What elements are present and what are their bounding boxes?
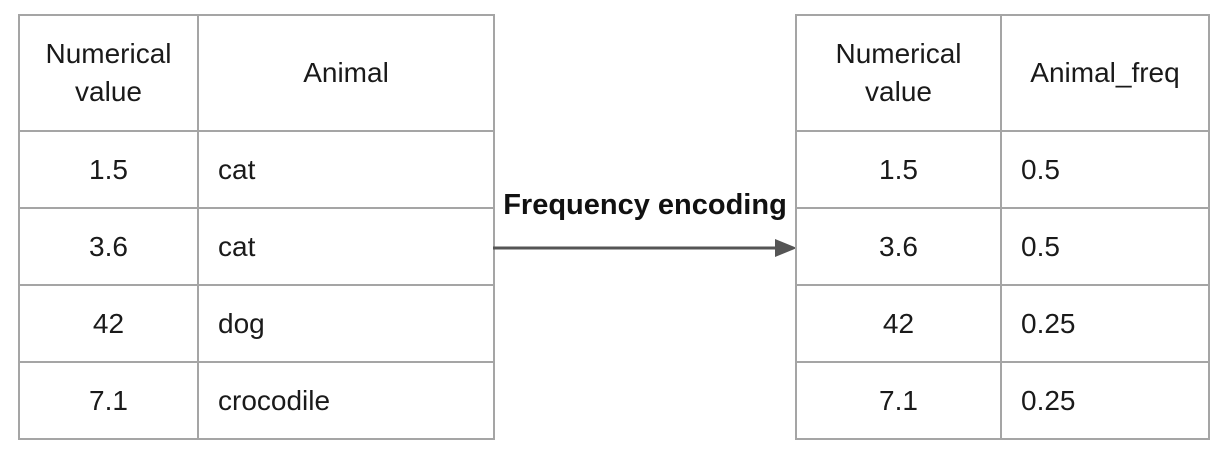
animal-cell: dog xyxy=(197,284,495,363)
table-row: 7.1 crocodile xyxy=(18,361,495,440)
input-table-header-row: Numerical value Animal xyxy=(18,14,495,132)
animal-freq-cell: 0.5 xyxy=(1000,207,1210,286)
transform-label: Frequency encoding xyxy=(503,189,787,221)
table-row: 42 dog xyxy=(18,284,495,363)
encoded-header-numerical-value: Numerical value xyxy=(795,14,1002,132)
encoded-header-animal-freq: Animal_freq xyxy=(1000,14,1210,132)
numerical-value-cell: 1.5 xyxy=(18,130,199,209)
input-header-animal: Animal xyxy=(197,14,495,132)
numerical-value-cell: 3.6 xyxy=(795,207,1002,286)
input-header-numerical-value: Numerical value xyxy=(18,14,199,132)
table-row: 3.6 0.5 xyxy=(795,207,1210,286)
table-row: 1.5 cat xyxy=(18,130,495,209)
animal-freq-cell: 0.25 xyxy=(1000,284,1210,363)
table-row: 3.6 cat xyxy=(18,207,495,286)
numerical-value-cell: 42 xyxy=(795,284,1002,363)
numerical-value-cell: 7.1 xyxy=(18,361,199,440)
numerical-value-cell: 3.6 xyxy=(18,207,199,286)
animal-cell: cat xyxy=(197,130,495,209)
animal-cell: crocodile xyxy=(197,361,495,440)
numerical-value-cell: 1.5 xyxy=(795,130,1002,209)
table-row: 7.1 0.25 xyxy=(795,361,1210,440)
table-row: 42 0.25 xyxy=(795,284,1210,363)
table-row: 1.5 0.5 xyxy=(795,130,1210,209)
numerical-value-cell: 7.1 xyxy=(795,361,1002,440)
numerical-value-cell: 42 xyxy=(18,284,199,363)
animal-freq-cell: 0.25 xyxy=(1000,361,1210,440)
animal-freq-cell: 0.5 xyxy=(1000,130,1210,209)
encoded-table-header-row: Numerical value Animal_freq xyxy=(795,14,1210,132)
encoded-table: Numerical value Animal_freq 1.5 0.5 3.6 … xyxy=(795,14,1210,440)
transform-arrow-icon xyxy=(493,239,797,257)
arrow-head xyxy=(775,239,797,257)
animal-cell: cat xyxy=(197,207,495,286)
input-table: Numerical value Animal 1.5 cat 3.6 cat 4… xyxy=(18,14,495,440)
